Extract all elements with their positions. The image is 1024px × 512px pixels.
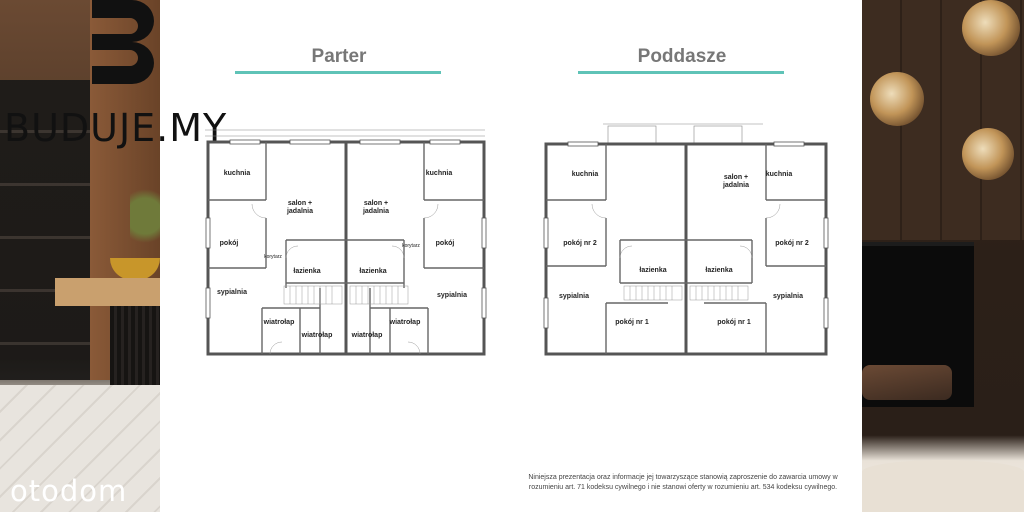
ground-right-room: pokój — [435, 240, 455, 247]
fire-logs — [862, 365, 952, 400]
ground-right-bedroom: sypialnia — [437, 292, 467, 299]
plant — [130, 188, 160, 258]
pendant-lamp — [962, 128, 1014, 180]
attic-title-underline — [578, 71, 784, 74]
ground-left-windbreak-2: wiatrołap — [301, 332, 333, 339]
ground-right-windbreak-1: wiatrołap — [389, 319, 421, 326]
attic-right-bath: łazienka — [705, 267, 733, 274]
ground-right-kitchen: kuchnia — [425, 170, 453, 177]
floor — [0, 385, 160, 512]
logo-icon — [92, 0, 154, 84]
pendant-lamp — [962, 0, 1020, 56]
attic-right-kitchen: kuchnia — [765, 171, 793, 178]
attic-left-room-1: pokój nr 1 — [615, 319, 649, 326]
attic-title: Poddasze — [637, 46, 727, 67]
table — [862, 460, 1024, 512]
attic-right-bedroom: sypialnia — [773, 293, 803, 300]
legal-disclaimer: Niniejsza prezentacja oraz informacje je… — [528, 474, 838, 491]
ground-left-bedroom: sypialnia — [217, 289, 247, 296]
ground-left-corridor: korytarz — [264, 254, 282, 260]
ground-left-windbreak-1: wiatrołap — [263, 319, 295, 326]
counter-top — [55, 278, 160, 306]
attic-floor-plan — [543, 123, 829, 356]
attic-right-room-2: pokój nr 2 — [775, 240, 809, 247]
attic-left-room-2: pokój nr 2 — [563, 240, 597, 247]
gold-bowl — [110, 258, 160, 280]
ground-left-room: pokój — [219, 240, 239, 247]
brand-logo-text: BUDUJE.MY — [4, 106, 228, 150]
ground-floor-plan — [205, 129, 487, 356]
glass-cabinet — [0, 80, 90, 380]
attic-left-bath: łazienka — [639, 267, 667, 274]
pendant-lamp — [870, 72, 924, 126]
otodom-watermark: otodom — [10, 474, 128, 508]
interior-photo-right — [862, 0, 1024, 512]
attic-right-salon: salon + jadalnia — [722, 174, 750, 189]
ground-right-salon: salon + jadalnia — [362, 200, 390, 215]
ground-right-corridor: korytarz — [402, 243, 420, 249]
ground-right-windbreak-2: wiatrołap — [351, 332, 383, 339]
ground-right-bath: łazienka — [359, 268, 387, 275]
ground-floor-title: Parter — [311, 46, 367, 67]
ground-title-underline — [235, 71, 441, 74]
ground-left-salon: salon + jadalnia — [286, 200, 314, 215]
attic-right-room-1: pokój nr 1 — [717, 319, 751, 326]
ground-left-bath: łazienka — [293, 268, 321, 275]
attic-left-bedroom: sypialnia — [559, 293, 589, 300]
attic-left-kitchen: kuchnia — [571, 171, 599, 178]
ground-left-kitchen: kuchnia — [223, 170, 251, 177]
